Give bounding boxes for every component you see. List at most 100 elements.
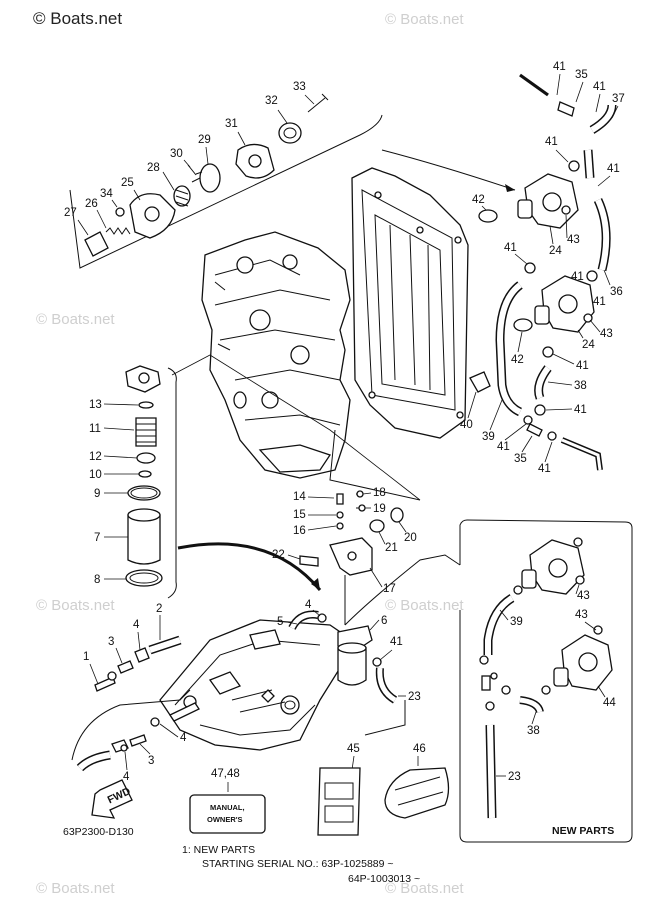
part-11-element [135,417,157,447]
callout-5: 5 [277,616,283,628]
callout-40: 40 [460,419,473,431]
footnote-line3: 64P-1003013 ~ [348,873,420,885]
gasket-42-top [478,209,498,223]
callout-31: 31 [225,118,238,130]
callout-4: 4 [305,599,312,611]
callout-19: 19 [373,503,386,515]
callouts-center: 14 15 16 18 19 21 20 22 17 [272,487,417,595]
thermostat-group-mid [469,275,603,471]
callout-46: 46 [413,743,426,755]
callout-11: 11 [89,423,101,435]
part-40-bracket [469,371,491,393]
callout-41: 41 [390,636,403,648]
callout-4: 4 [133,619,140,631]
part-6-fitting [337,625,373,649]
callout-24: 24 [549,245,562,257]
callout-42: 42 [511,354,524,366]
callout-9: 9 [94,488,100,500]
thermostat-group-top [478,73,617,282]
callout-7: 7 [94,532,100,544]
callout-41: 41 [553,61,566,73]
cylinder-block [201,231,351,479]
part-10-oring [138,470,152,478]
callout-3: 3 [148,755,154,767]
part-12-seal [136,452,156,464]
footnote-line2: STARTING SERIAL NO.: 63P-1025889 ~ [202,858,394,870]
callout-15: 15 [293,509,306,521]
callout-41: 41 [574,404,587,416]
callout-35: 35 [575,69,588,81]
callout-41: 41 [593,296,606,308]
callout-23: 23 [508,771,521,783]
callout-39: 39 [482,431,495,443]
callout-42: 42 [472,194,485,206]
callout-45: 45 [347,743,360,755]
watermark-faint: © Boats.net [385,880,464,897]
part-34-nut [115,207,125,217]
part-46-bag [384,767,450,819]
callouts-right-top: 41 35 41 37 41 41 42 43 24 41 41 36 41 4… [460,61,625,475]
callout-32: 32 [265,95,278,107]
callout-2: 2 [156,603,162,615]
callout-24: 24 [582,339,595,351]
part-7-cup [127,514,161,565]
callout-12: 12 [89,451,102,463]
callout-27: 27 [64,207,77,219]
callout-4: 4 [123,771,130,783]
callout-20: 20 [404,532,417,544]
part-6-filter [337,647,367,686]
callout-30: 30 [170,148,183,160]
bottom-cowling [159,554,461,751]
callout-43: 43 [575,609,588,621]
center-bracket-group [299,429,421,625]
part-32-gasket [278,122,302,144]
callout-35: 35 [514,453,527,465]
callout-43: 43 [567,234,580,246]
callout-10: 10 [89,469,102,481]
watermark-faint: © Boats.net [36,597,115,614]
manual-line2: OWNER'S [207,815,243,824]
callout-41: 41 [576,360,589,372]
callout-4: 4 [180,732,187,744]
new-parts-box-label: NEW PARTS [552,825,614,837]
callout-43: 43 [600,328,613,340]
callout-43: 43 [577,590,590,602]
part-45-label [317,767,361,836]
callout-47-48: 47,48 [211,768,240,780]
manual-and-accessories: 47,48 MANUAL, OWNER'S 45 46 [189,743,450,836]
callout-41: 41 [538,463,551,475]
callout-18: 18 [373,487,386,499]
callout-39: 39 [510,616,523,628]
callout-41: 41 [571,271,584,283]
callout-13: 13 [89,399,102,411]
callout-3: 3 [108,636,114,648]
part-27-sleeve [84,231,109,257]
callout-41: 41 [607,163,620,175]
callouts-left: 2 3 4 1 4 3 4 [83,603,187,783]
callout-41: 41 [593,81,606,93]
part-22-bolt [299,555,319,567]
part-13-oring [138,401,154,409]
callout-29: 29 [198,134,211,146]
watermark-faint: © Boats.net [36,880,115,897]
left-hose-group [71,635,200,772]
callout-38: 38 [527,725,540,737]
callout-41: 41 [545,136,558,148]
callout-44: 44 [603,697,616,709]
callout-14: 14 [293,491,306,503]
callout-33: 33 [293,81,306,93]
callouts-filter: 13 11 12 10 9 7 8 [89,399,139,586]
callout-6: 6 [381,615,387,627]
callout-21: 21 [385,542,398,554]
callout-23: 23 [408,691,421,703]
callout-41: 41 [504,242,517,254]
callout-26: 26 [85,198,98,210]
diagram-code: 63P2300-D130 [63,826,134,838]
exhaust-cover [351,167,469,439]
callout-28: 28 [147,162,160,174]
callouts-new-parts: 43 39 43 44 38 23 [496,584,616,783]
part-1-screw [94,676,116,692]
callout-38: 38 [574,380,587,392]
part-29-impeller [199,163,221,193]
